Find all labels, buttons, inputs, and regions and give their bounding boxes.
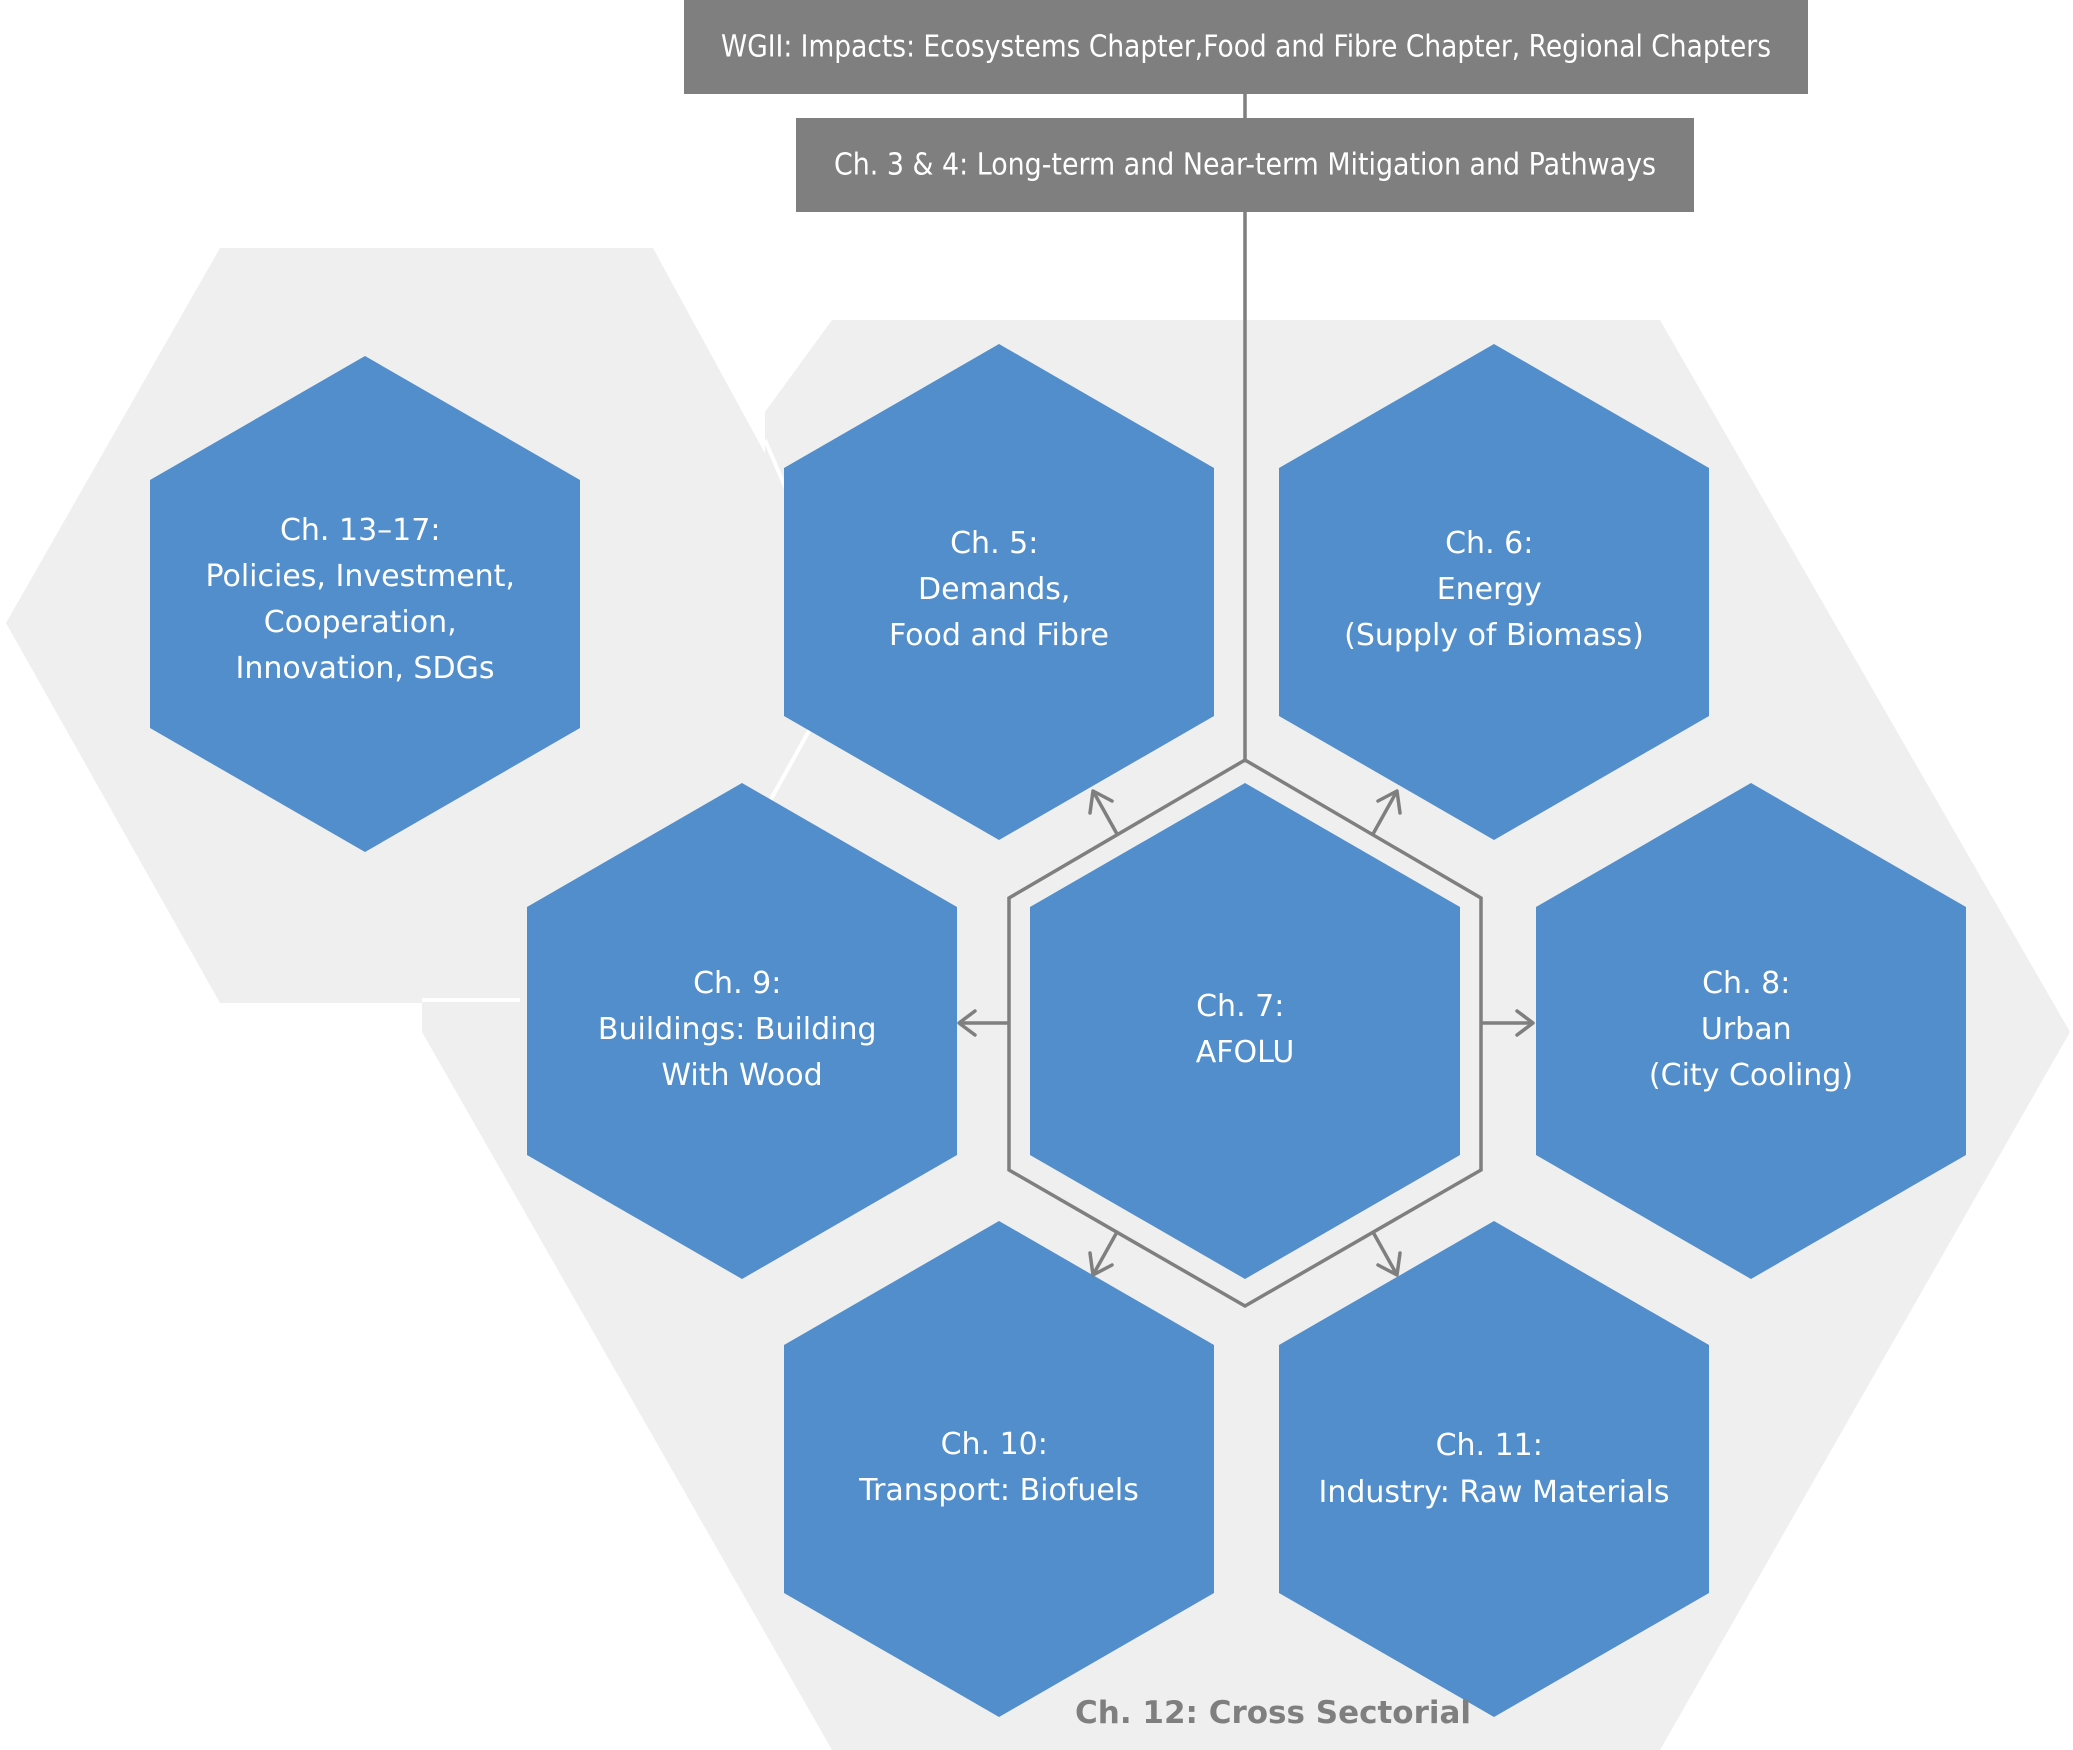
hex-label-line: Energy (1437, 572, 1542, 607)
hex-label-line: Food and Fibre (889, 618, 1109, 653)
ch3-4-banner: Ch. 3 & 4: Long-term and Near-term Mitig… (796, 118, 1694, 212)
svg-text:Ch. 5: Demands, Fo: Ch. 5: Demands, Food and Fibre (889, 526, 1109, 653)
arrow-icon (1515, 1009, 1535, 1037)
chapter-hexagon-ch5: Ch. 5: Demands, Food and Fibre (784, 344, 1214, 840)
hex-label-line: (Supply of Biomass) (1344, 618, 1644, 653)
chapter-hexagon-ch8: Ch. 8: Urban (City Cooling) (1536, 783, 1966, 1279)
arrow-icon (1088, 789, 1114, 815)
cross-sectorial-label: Ch. 12: Cross Sectorial (1075, 1695, 1471, 1731)
hex-label-line: Ch. 5: (950, 526, 1038, 561)
hex-label-line: Ch. 9: (693, 966, 781, 1001)
arrow-to-ch11 (1371, 1231, 1402, 1277)
panel-divider-line (763, 719, 817, 811)
hex-label-line: Policies, Investment, (205, 559, 515, 594)
svg-text:Ch. 10: Transport: Biofu: Ch. 10: Transport: Biofuels (858, 1427, 1139, 1508)
svg-text:Ch. 7: AFOLU: Ch. 7: AFOLU (1196, 989, 1295, 1070)
hex-label-line: Industry: Raw Materials (1318, 1475, 1669, 1510)
wgii-banner-text: WGII: Impacts: Ecosystems Chapter,Food a… (721, 30, 1771, 65)
chapter-hexagon-ch13-17: Ch. 13–17: Policies, Investment, Coopera… (150, 356, 580, 852)
svg-text:Ch. 6: Energy (Sup: Ch. 6: Energy (Supply of Biomass) (1344, 526, 1644, 653)
ch3-4-banner-text: Ch. 3 & 4: Long-term and Near-term Mitig… (834, 148, 1656, 183)
hex-label-line: Ch. 10: (941, 1427, 1048, 1462)
hex-label-line: With Wood (661, 1058, 822, 1093)
hex-label-line: AFOLU (1196, 1035, 1295, 1070)
arrow-to-ch10 (1088, 1231, 1119, 1277)
chapter-hexagon-ch10: Ch. 10: Transport: Biofuels (784, 1221, 1214, 1717)
hex-label-line: Ch. 13–17: (280, 513, 441, 548)
svg-text:Ch. 8: Urban (City: Ch. 8: Urban (City Cooling) (1649, 966, 1853, 1093)
chapter-hexagon-ch7: Ch. 7: AFOLU (1030, 783, 1460, 1279)
hex-label-line: Ch. 11: (1436, 1428, 1543, 1463)
svg-text:Ch. 9: Buildings: Buildi: Ch. 9: Buildings: Building With Wood (598, 966, 886, 1093)
chapter-hexagon-ch6: Ch. 6: Energy (Supply of Biomass) (1279, 344, 1709, 840)
arrow-icon (1376, 789, 1402, 815)
arrow-to-ch5 (1088, 789, 1119, 835)
chapter-hexagon-ch11: Ch. 11: Industry: Raw Materials (1279, 1221, 1709, 1717)
hex-label-line: Innovation, SDGs (236, 651, 495, 686)
arrow-icon (1088, 1251, 1114, 1277)
arrow-icon (1376, 1251, 1402, 1277)
hex-label-line: Buildings: Building (598, 1012, 877, 1047)
hex-label-line: Transport: Biofuels (858, 1473, 1139, 1508)
afolu-outline-ring (1007, 757, 1483, 1309)
hex-label-line: Demands, (918, 572, 1070, 607)
hex-label-line: Ch. 7: (1196, 989, 1284, 1024)
arrow-to-ch6 (1371, 789, 1402, 835)
wgii-banner: WGII: Impacts: Ecosystems Chapter,Food a… (684, 0, 1808, 94)
arrow-icon (957, 1009, 977, 1037)
hex-label-line: Urban (1701, 1012, 1792, 1047)
hex-label-line: Cooperation, (264, 605, 457, 640)
svg-text:Ch. 13–17: Policies, Inv: Ch. 13–17: Policies, Investment, Coopera… (205, 513, 524, 686)
arrow-to-ch8 (1481, 1009, 1535, 1037)
chapter-hexagon-ch9: Ch. 9: Buildings: Building With Wood (527, 783, 957, 1279)
arrow-to-ch9 (957, 1009, 1009, 1037)
svg-text:Ch. 11: Industry: Raw Ma: Ch. 11: Industry: Raw Materials (1318, 1428, 1669, 1510)
hex-label-line: Ch. 6: (1445, 526, 1533, 561)
hex-label-line: Ch. 8: (1702, 966, 1790, 1001)
hex-label-line: (City Cooling) (1649, 1058, 1853, 1093)
